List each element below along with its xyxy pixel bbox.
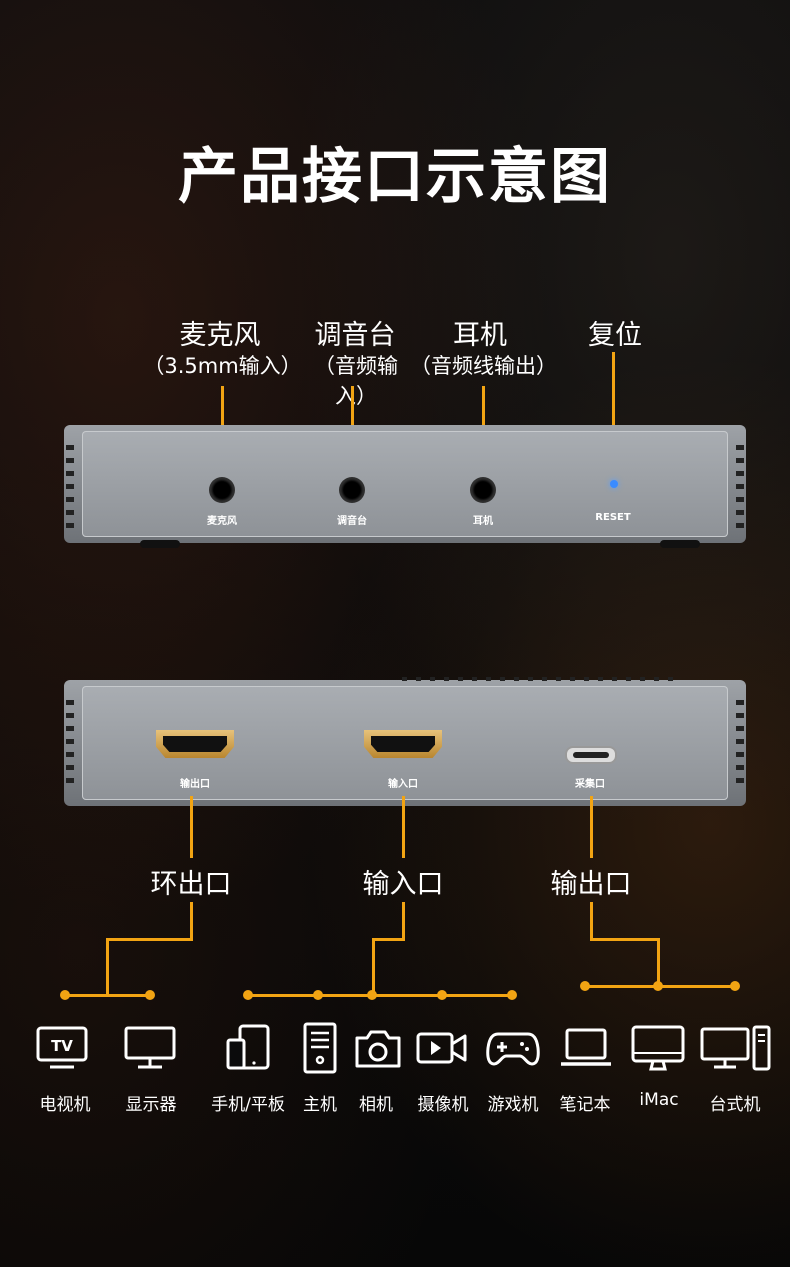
input-tree-line	[247, 994, 513, 997]
imac-icon	[629, 1022, 687, 1074]
input-tree-line	[372, 938, 405, 941]
device-name-laptop: 笔记本	[559, 1095, 611, 1115]
headphone-sublabel: （音频线输出）	[410, 354, 557, 378]
mic-label: 麦克风	[179, 320, 261, 351]
input-tree-line	[372, 938, 375, 996]
laptop-icon	[556, 1022, 616, 1074]
device-foot	[140, 540, 180, 548]
tree-dot	[437, 990, 447, 1000]
mic-jack	[209, 477, 235, 503]
input-tree-line	[402, 902, 405, 940]
right-vents	[736, 445, 744, 536]
front-panel-face	[82, 431, 728, 537]
loop-out-connector-line	[190, 796, 193, 858]
loop-out-tree-line	[106, 938, 109, 996]
loop-out-tree-line	[106, 938, 193, 941]
hdmi-in-port	[364, 730, 442, 758]
device-foot	[660, 540, 700, 548]
device-name-imac: iMac	[639, 1090, 679, 1110]
device-name-phone-tablet: 手机/平板	[211, 1095, 285, 1115]
loop-out-tree-line	[64, 994, 152, 997]
device-name-monitor: 显示器	[125, 1095, 177, 1115]
hdmi-out-port	[156, 730, 234, 758]
device-name-camera: 相机	[359, 1095, 393, 1115]
tv-icon-text: TV	[51, 1037, 73, 1055]
right-vents	[736, 700, 744, 791]
headphone-label: 耳机	[453, 320, 507, 351]
device-front-panel: 麦克风 调音台 耳机 RESET	[64, 425, 746, 543]
camera-icon	[350, 1022, 406, 1074]
tree-dot	[243, 990, 253, 1000]
tree-dot	[580, 981, 590, 991]
left-vents	[66, 700, 74, 791]
output-label: 输出口	[550, 869, 632, 900]
reset-led	[610, 480, 618, 488]
tree-dot	[60, 990, 70, 1000]
device-name-tv: 电视机	[39, 1095, 91, 1115]
top-vents	[402, 677, 673, 681]
tree-dot	[653, 981, 663, 991]
loop-out-label: 环出口	[150, 869, 232, 900]
tree-dot	[507, 990, 517, 1000]
output-tree-line	[590, 902, 593, 940]
tree-dot	[367, 990, 377, 1000]
tree-dot	[313, 990, 323, 1000]
video-camera-icon	[414, 1022, 470, 1074]
monitor-icon	[122, 1022, 178, 1074]
device-name-desktop: 台式机	[709, 1095, 761, 1115]
output-tree-line	[657, 938, 660, 988]
mixer-label: 调音台	[314, 320, 396, 351]
reset-panel-label: RESET	[595, 512, 631, 523]
device-name-video-camera: 摄像机	[417, 1095, 469, 1115]
hdmi-out-panel-label: 输出口	[180, 779, 210, 790]
input-connector-line	[402, 796, 405, 858]
input-label: 输入口	[362, 869, 444, 900]
device-name-game-console: 游戏机	[487, 1095, 539, 1115]
phone-tablet-icon	[220, 1022, 276, 1074]
headphone-panel-label: 耳机	[473, 516, 493, 527]
reset-connector-line	[612, 352, 615, 462]
tree-dot	[730, 981, 740, 991]
reset-label: 复位	[588, 320, 642, 351]
loop-out-tree-line	[190, 902, 193, 940]
output-connector-line	[590, 796, 593, 858]
pc-tower-icon	[296, 1022, 344, 1074]
tree-dot	[145, 990, 155, 1000]
gamepad-icon	[484, 1022, 542, 1074]
device-name-pc: 主机	[303, 1095, 337, 1115]
left-vents	[66, 445, 74, 536]
hdmi-in-panel-label: 输入口	[388, 779, 418, 790]
mic-panel-label: 麦克风	[207, 516, 237, 527]
tv-icon: TV	[34, 1022, 90, 1074]
mixer-panel-label: 调音台	[337, 516, 367, 527]
desktop-icon	[698, 1022, 774, 1074]
mixer-sublabel: （音频输入）	[314, 354, 398, 408]
usb-c-panel-label: 采集口	[575, 779, 605, 790]
output-tree-line	[590, 938, 660, 941]
page-title: 产品接口示意图	[178, 142, 612, 212]
mic-sublabel: （3.5mm输入）	[143, 354, 302, 378]
mixer-jack	[339, 477, 365, 503]
usb-c-port	[565, 746, 617, 764]
headphone-jack	[470, 477, 496, 503]
device-back-panel: 输出口 输入口 采集口	[64, 677, 746, 806]
